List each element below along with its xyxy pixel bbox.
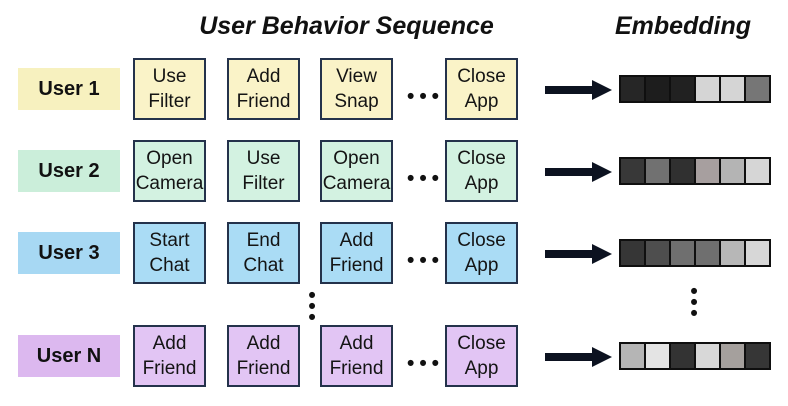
action-box: Add Friend <box>133 325 206 387</box>
action-box: Add Friend <box>227 325 300 387</box>
dot: • <box>690 302 698 325</box>
sequence-title: User Behavior Sequence <box>199 12 494 40</box>
action-box: Open Camera <box>320 140 393 202</box>
user-row: User 2 Open Camera Use Filter Open Camera •… <box>0 140 788 202</box>
embedding-cell <box>744 157 771 185</box>
embedding-cell <box>644 75 671 103</box>
embedding-cell <box>669 239 696 267</box>
embedding-bar <box>619 157 771 185</box>
embedding-cell <box>694 342 721 370</box>
dot: • <box>431 249 440 272</box>
embedding-cell <box>719 342 746 370</box>
ellipsis-horizontal: ••• <box>401 333 445 395</box>
dot: • <box>406 352 415 375</box>
dot: • <box>406 167 415 190</box>
user-label: User 3 <box>18 232 120 274</box>
dot: • <box>431 352 440 375</box>
action-box: Close App <box>445 325 518 387</box>
embedding-cell <box>669 342 696 370</box>
action-box: Close App <box>445 222 518 284</box>
ellipsis-horizontal: ••• <box>401 148 445 210</box>
dot: • <box>406 249 415 272</box>
embedding-bar <box>619 342 771 370</box>
arrow-icon <box>545 244 612 264</box>
arrow-icon <box>545 347 612 367</box>
embedding-cell <box>619 157 646 185</box>
dot: • <box>308 295 316 318</box>
arrow-icon <box>545 162 612 182</box>
action-box: End Chat <box>227 222 300 284</box>
ellipsis-horizontal: ••• <box>401 230 445 292</box>
user-label: User N <box>18 335 120 377</box>
embedding-title: Embedding <box>614 12 752 40</box>
user-label: User 2 <box>18 150 120 192</box>
action-box: Start Chat <box>133 222 206 284</box>
action-box: Add Friend <box>320 325 393 387</box>
embedding-cell <box>669 75 696 103</box>
embedding-cell <box>719 239 746 267</box>
dot: • <box>419 167 427 190</box>
dot: • <box>419 249 427 272</box>
action-box: Close App <box>445 140 518 202</box>
dot: • <box>419 352 427 375</box>
dot: • <box>406 85 415 108</box>
embedding-cell <box>694 239 721 267</box>
embedding-cell <box>744 75 771 103</box>
embedding-cell <box>744 342 771 370</box>
embedding-cell <box>619 75 646 103</box>
arrow-icon <box>545 80 612 100</box>
dot: • <box>308 306 316 329</box>
action-box: Use Filter <box>133 58 206 120</box>
action-box: Add Friend <box>320 222 393 284</box>
embedding-cell <box>744 239 771 267</box>
action-box: Add Friend <box>227 58 300 120</box>
action-box: Open Camera <box>133 140 206 202</box>
ellipsis-horizontal: ••• <box>401 66 445 128</box>
embedding-cell <box>644 342 671 370</box>
vertical-ellipsis-sequence: ••• <box>302 284 322 329</box>
embedding-bar <box>619 239 771 267</box>
embedding-cell <box>619 342 646 370</box>
vertical-ellipsis-embedding: ••• <box>684 280 704 325</box>
action-box: Use Filter <box>227 140 300 202</box>
dot: • <box>308 284 316 307</box>
embedding-cell <box>694 157 721 185</box>
embedding-cell <box>644 157 671 185</box>
embedding-cell <box>619 239 646 267</box>
dot: • <box>431 85 440 108</box>
embedding-cell <box>719 75 746 103</box>
dot: • <box>690 280 698 303</box>
embedding-cell <box>719 157 746 185</box>
action-box: Close App <box>445 58 518 120</box>
dot: • <box>690 291 698 314</box>
user-label: User 1 <box>18 68 120 110</box>
dot: • <box>431 167 440 190</box>
embedding-bar <box>619 75 771 103</box>
embedding-cell <box>669 157 696 185</box>
embedding-cell <box>644 239 671 267</box>
action-box: View Snap <box>320 58 393 120</box>
embedding-cell <box>694 75 721 103</box>
dot: • <box>419 85 427 108</box>
